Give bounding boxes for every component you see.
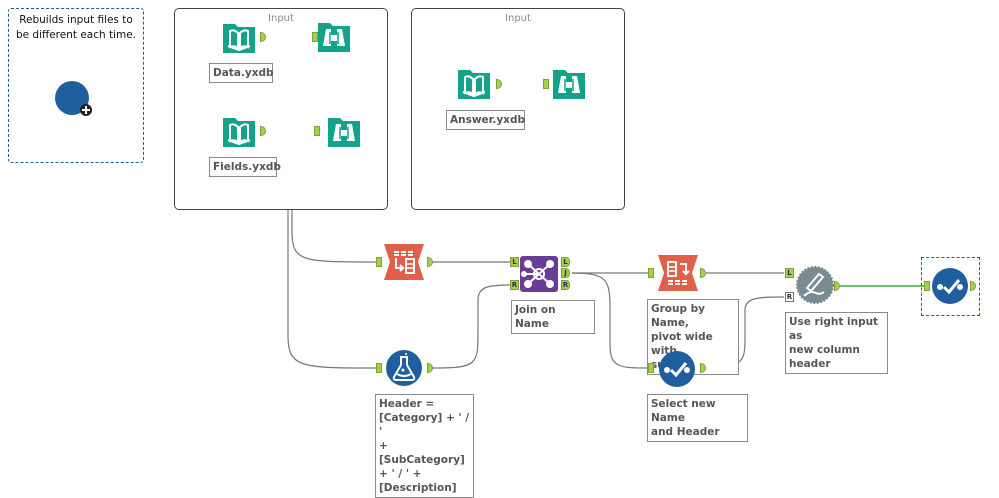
input-tool-fields[interactable] (221, 114, 257, 154)
wire-formula-join (431, 284, 511, 369)
formula-tool[interactable] (385, 349, 423, 391)
tool-container-input-1[interactable]: Input (174, 8, 388, 210)
tool-label-join: Join on Name (511, 300, 595, 334)
output-anchor[interactable] (970, 281, 976, 291)
input-anchor[interactable] (376, 257, 382, 267)
join-right-output-anchor[interactable]: R (561, 280, 570, 290)
crosstab-tool[interactable] (658, 255, 698, 295)
select-tool[interactable] (658, 350, 696, 392)
comment-box[interactable]: Rebuilds input files to be different eac… (8, 8, 144, 163)
browse-tool-2[interactable] (326, 114, 362, 154)
container-title: Input (268, 13, 294, 24)
select-check-icon (932, 268, 968, 304)
final-select-tool[interactable] (931, 267, 969, 309)
join-right-input-anchor[interactable]: R (510, 280, 519, 290)
binoculars-icon (553, 70, 585, 99)
input-tool-answer[interactable] (456, 66, 492, 106)
output-anchor[interactable] (834, 281, 840, 291)
browse-tool-3[interactable] (551, 66, 587, 106)
book-input-icon (458, 70, 490, 99)
input-anchor[interactable] (924, 281, 930, 291)
output-anchor[interactable] (260, 126, 266, 136)
flask-icon (386, 350, 422, 386)
input-tool-data[interactable] (221, 20, 257, 60)
tool-container-input-2[interactable]: Input (411, 8, 625, 210)
join-tool[interactable] (520, 256, 558, 296)
book-input-icon (223, 118, 255, 147)
book-input-icon (223, 24, 255, 53)
output-anchor[interactable] (700, 268, 706, 278)
input-anchor[interactable] (648, 363, 654, 373)
tool-label-crosstab: Group by Name, pivot wide with sum (647, 299, 739, 375)
join-icon (520, 256, 558, 292)
tool-label-dynamic-rename: Use right input as new column header (785, 312, 888, 374)
tool-label-answer: Answer.yxdb (446, 110, 525, 130)
rename-left-input-anchor[interactable]: L (785, 268, 794, 278)
dynamic-rename-tool[interactable] (796, 266, 834, 308)
output-anchor[interactable] (700, 363, 706, 373)
tool-label-select: Select new Name and Header (647, 394, 748, 442)
output-anchor[interactable] (260, 32, 266, 42)
dynamic-rename-icon (796, 266, 834, 304)
output-anchor[interactable] (427, 257, 433, 267)
join-left-output-anchor[interactable]: L (561, 257, 570, 267)
binoculars-icon (318, 23, 350, 52)
crosstab-icon (658, 255, 698, 291)
output-anchor[interactable] (427, 363, 433, 373)
join-join-output-anchor[interactable]: J (561, 268, 570, 278)
output-anchor[interactable] (496, 79, 502, 89)
transpose-icon (384, 244, 424, 280)
rename-right-input-anchor[interactable]: R (785, 292, 794, 302)
select-check-icon (659, 351, 695, 387)
tool-label-data: Data.yxdb (209, 63, 274, 83)
input-anchor[interactable] (648, 268, 654, 278)
container-title: Input (505, 13, 531, 24)
binoculars-icon (328, 118, 360, 147)
browse-tool-1[interactable] (316, 19, 352, 59)
transpose-tool[interactable] (384, 244, 424, 284)
input-anchor[interactable] (376, 363, 382, 373)
tool-label-fields: Fields.yxdb (209, 157, 281, 177)
input-anchor[interactable] (543, 79, 549, 89)
input-anchor[interactable] (312, 32, 318, 42)
wire-join-select (571, 272, 651, 369)
join-left-input-anchor[interactable]: L (510, 257, 519, 267)
comment-text: Rebuilds input files to be different eac… (15, 14, 137, 41)
input-anchor[interactable] (314, 126, 320, 136)
selection-box (921, 257, 980, 316)
tool-label-formula: Header = [Category] + ' / ' + [SubCatego… (375, 394, 474, 498)
macro-circle-icon[interactable] (55, 81, 95, 121)
